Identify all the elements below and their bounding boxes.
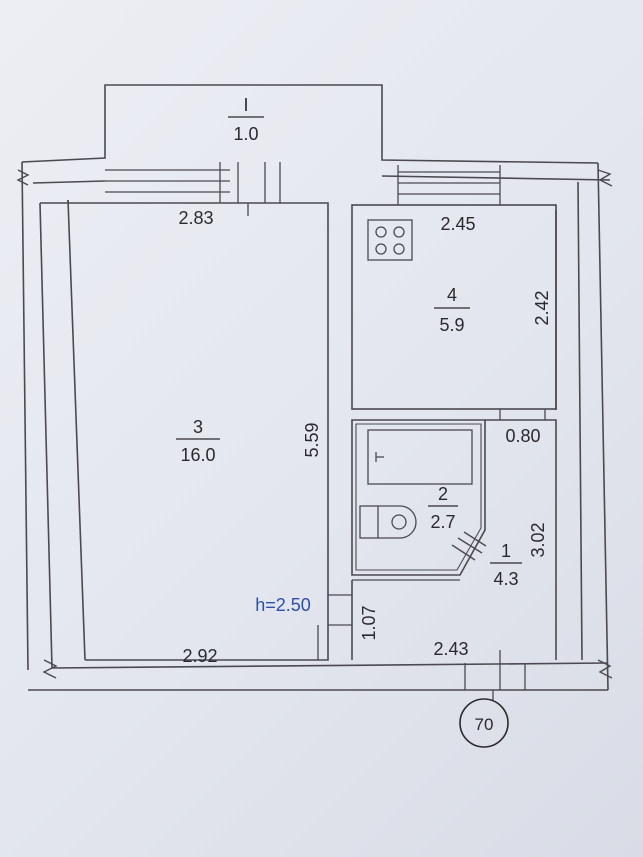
room-area: 2.7	[430, 512, 455, 532]
dim-room3-bottom: 2.92	[182, 646, 217, 666]
dim-hall-height: 3.02	[528, 522, 548, 557]
room-number: 3	[193, 417, 203, 437]
room-number: 4	[447, 285, 457, 305]
door-marks	[451, 531, 487, 561]
stove-icon	[367, 219, 413, 261]
room-area: 16.0	[180, 445, 215, 465]
room-label-2: 2 2.7	[428, 484, 458, 532]
room-area: 1.0	[233, 124, 258, 144]
window-left	[105, 162, 281, 203]
room-1-outline	[351, 419, 557, 660]
building-number-badge: 70	[459, 698, 509, 748]
dim-room3-height: 5.59	[302, 422, 322, 457]
room-number: 2	[438, 484, 448, 504]
room-number: I	[243, 95, 248, 115]
dim-room4-depth: 2.42	[532, 290, 552, 325]
room-label-3: 3 16.0	[176, 417, 220, 465]
room-area: 4.3	[493, 569, 518, 589]
room-area: 5.9	[439, 315, 464, 335]
dim-room4-width: 2.45	[440, 214, 475, 234]
building-number: 70	[475, 715, 494, 734]
ceiling-height: h=2.50	[255, 595, 311, 615]
room-label-1: 1 4.3	[490, 541, 522, 589]
room-4-outline	[351, 204, 557, 410]
toilet-icon	[359, 505, 417, 539]
room-2-outline	[351, 419, 486, 576]
room-number: 1	[501, 541, 511, 561]
window-right	[397, 165, 501, 205]
room-label-4: 4 5.9	[434, 285, 470, 335]
dim-opening-width: 0.80	[505, 426, 540, 446]
dim-hall-bottom: 2.43	[433, 639, 468, 659]
entrance-door	[317, 594, 526, 700]
outer-walls	[21, 84, 611, 691]
room-3-outline	[68, 202, 329, 661]
room-label-I: I 1.0	[228, 95, 264, 144]
bathtub-icon	[367, 429, 473, 485]
dim-small-depth: 1.07	[359, 605, 379, 640]
wall-break-symbols	[16, 169, 613, 679]
dim-room3-top: 2.83	[178, 208, 213, 228]
